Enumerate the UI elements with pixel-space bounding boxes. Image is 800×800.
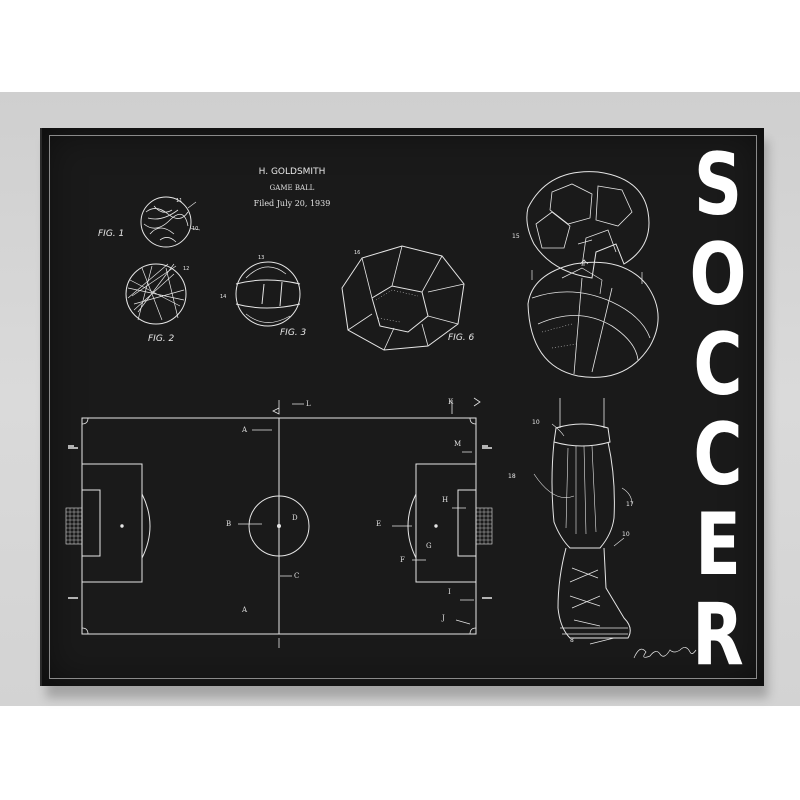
ref-17: 17 (626, 501, 634, 508)
title-letter-o: O (689, 225, 747, 325)
field-label-j: J (441, 614, 445, 622)
fig1-label: FIG. 1 (98, 229, 124, 239)
artist-signature (633, 647, 697, 659)
title-letter-r: R (692, 585, 744, 685)
exploded-ball-drawing: 15 (512, 171, 659, 378)
field-label-l: L (306, 400, 311, 408)
field-label-a-bottom: A (241, 606, 248, 614)
field-label-b: B (226, 520, 231, 528)
soccer-title: S O C C E R (672, 138, 764, 686)
ref-10-top: 10 (532, 419, 540, 426)
soccer-field-diagram: A B C D E F G H I J K L M A (65, 397, 493, 648)
patent-subject: GAME BALL (270, 184, 315, 192)
field-label-d: D (292, 514, 298, 522)
field-label-k: K (448, 398, 454, 406)
ref-12: 12 (183, 266, 189, 272)
inventor-name: H. GOLDSMITH (259, 167, 326, 177)
fig2-label: FIG. 2 (148, 334, 175, 344)
field-label-h: H (442, 496, 448, 504)
field-label-g: G (426, 542, 432, 550)
title-letter-s: S (693, 135, 743, 235)
fig3-label: FIG. 3 (280, 328, 307, 338)
patent-drawing: H. GOLDSMITH GAME BALL Filed July 20, 19… (65, 167, 697, 659)
ref-8: 8 (570, 637, 574, 644)
fig1-ball-drawing: 11 10 FIG. 1 (98, 196, 201, 248)
fig6-label: FIG. 6 (448, 333, 475, 343)
ref-13: 13 (258, 255, 264, 261)
shin-guard-drawing: 10 18 17 10 8 (508, 398, 634, 645)
field-label-a-top: A (241, 426, 248, 434)
ref-10-bottom: 10 (622, 531, 630, 538)
filed-date: Filed July 20, 1939 (254, 199, 331, 208)
ref-10: 10 (192, 226, 198, 232)
fig3-ball-drawing: 13 14 FIG. 3 (220, 255, 307, 338)
title-letter-c1: C (693, 315, 743, 415)
field-label-c: C (294, 572, 299, 580)
fig6-ball-drawing: 16 FIG. 6 (341, 245, 475, 351)
field-label-m: M (454, 440, 461, 448)
field-label-i: I (448, 588, 451, 596)
ref-16: 16 (354, 250, 360, 256)
print-border (49, 135, 757, 679)
ref-11: 11 (176, 198, 182, 204)
title-letter-e: E (695, 495, 741, 595)
title-letter-c2: C (693, 405, 743, 505)
fig2-ball-drawing: 12 FIG. 2 (125, 263, 189, 344)
field-label-f: F (400, 556, 405, 564)
field-label-e: E (376, 520, 381, 528)
patent-print-canvas: H. GOLDSMITH GAME BALL Filed July 20, 19… (40, 128, 764, 686)
ref-15: 15 (512, 233, 520, 240)
ref-18: 18 (508, 473, 516, 480)
ref-14: 14 (220, 294, 226, 300)
